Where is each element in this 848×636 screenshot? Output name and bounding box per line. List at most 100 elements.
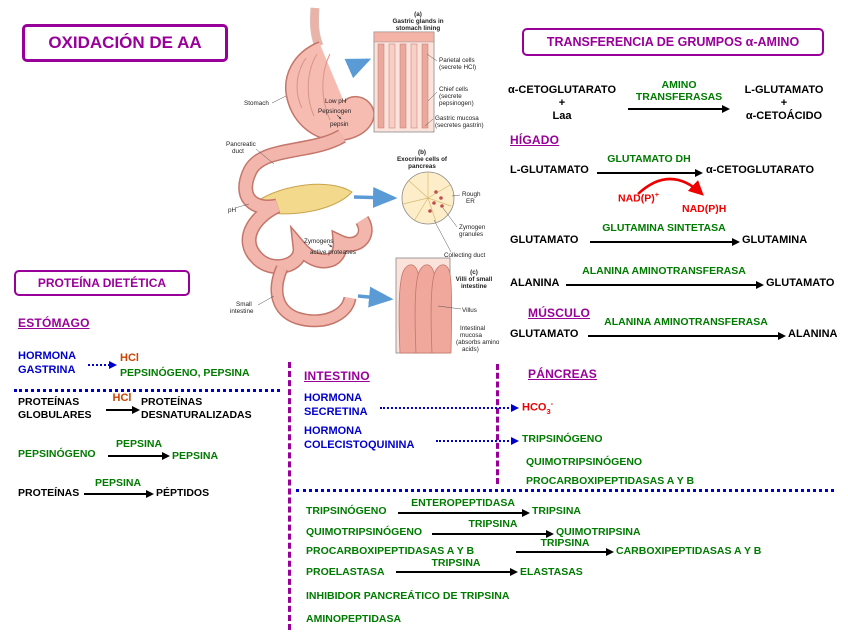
panel-a-title-l3: stomach lining <box>396 25 441 32</box>
ph-label: pH <box>228 207 237 214</box>
hco3-sup: - <box>550 399 554 408</box>
intestinal-mucosa-label-l2: mucosa <box>460 332 483 339</box>
c-r4-arrow <box>396 568 518 576</box>
small-intestine-label: Small <box>236 301 252 308</box>
panel-c-title: (c) <box>470 269 478 276</box>
c-r2-enzyme: TRIPSINA <box>468 518 518 530</box>
c-r3-product: CARBOXIPEPTIDASAS A Y B <box>616 545 762 557</box>
secretina-dotted-arrow <box>380 403 519 412</box>
amino-enzyme-l2: TRANSFERASAS <box>635 91 723 103</box>
zymogens-label: Zymogens <box>304 238 333 245</box>
chief-cells-label: Chief cells <box>439 86 468 93</box>
gastric-mucosa-label: Gastric mucosa <box>435 115 479 122</box>
parietal-cells-label-l2: (secrete HCl) <box>439 64 476 71</box>
e-r1-arrow <box>106 406 140 414</box>
rough-er-label: Rough <box>462 191 481 198</box>
hormona-gastrina-l1: HORMONA <box>18 350 77 362</box>
amino-product: L-GLUTAMATO + α-CETOÁCIDO <box>736 84 832 123</box>
hco3-sub: 3 <box>546 406 551 416</box>
plus-sign: + <box>558 97 566 109</box>
h-r1-substrate: L-GLUTAMATO <box>510 164 589 176</box>
e-r1-product-l1: PROTEÍNAS <box>141 396 203 408</box>
e-r2-arrow <box>108 452 170 460</box>
c-r4-product: ELASTASAS <box>520 566 583 578</box>
zymogen-granules-label-l2: granules <box>459 231 483 238</box>
chief-cells-label-l3: pepsinogen) <box>439 100 474 107</box>
h-r2-product: GLUTAMINA <box>742 234 808 246</box>
amino-substrate: α-CETOGLUTARATO + Laa <box>506 84 618 123</box>
pepsinogen-to-pepsin-arrow <box>336 114 342 120</box>
c-r4-substrate: PROELASTASA <box>306 566 385 578</box>
hormona-secretina-l2: SECRETINA <box>304 406 368 418</box>
arrow-to-panel-a <box>344 58 372 79</box>
e-r1-substrate-l2: GLOBULARES <box>18 408 92 421</box>
e-r3-substrate: PROTEÍNAS <box>18 487 80 499</box>
hormona-gastrina-label: HORMONA GASTRINA <box>18 349 76 377</box>
panel-a-title: (a) <box>414 11 422 18</box>
hormona-colecistoquinina-l1: HORMONA <box>304 425 363 437</box>
digestive-anatomy-illustration: (a) Gastric glands in stomach lining Par… <box>226 7 500 354</box>
h-r1-product: α-CETOGLUTARATO <box>706 164 814 176</box>
pancreas-heading: PÁNCREAS <box>528 367 597 381</box>
e-r3-arrow <box>84 490 154 498</box>
nadp-sup: + <box>654 190 660 199</box>
panel-b-title-l2: Exocrine cells of <box>397 156 448 163</box>
nadp-plus-label: NAD(P)+ <box>618 190 659 205</box>
e-r1-enzyme: HCl <box>112 392 132 404</box>
amino-enzyme: AMINO TRANSFERASAS <box>626 79 732 103</box>
transfer-title: TRANSFERENCIA DE GRUMPOS α-AMINO <box>546 35 800 49</box>
panel-a-title-l2: Gastric glands in <box>392 18 443 25</box>
e-r1-substrate-l1: PROTEÍNAS <box>18 396 80 408</box>
quimotripsinogeno-label: QUIMOTRIPSINÓGENO <box>526 456 643 468</box>
c-r3-arrow <box>516 548 614 556</box>
colecistoquinina-dotted-arrow <box>436 436 519 445</box>
pancreatic-duct-label: Pancreatic <box>226 141 256 148</box>
rough-er-label-l2: ER <box>466 198 475 205</box>
small-intestine-label-l2: intestine <box>230 308 254 315</box>
amino-product-l2: α-CETOÁCIDO <box>745 110 823 122</box>
intestine <box>239 130 372 273</box>
h-r2-enzyme: GLUTAMINA SINTETASA <box>602 222 726 234</box>
procarboxipeptidasas-label: PROCARBOXIPEPTIDASAS A Y B <box>526 475 695 487</box>
m-r1-product: ALANINA <box>788 328 838 340</box>
proteina-dietetica-title: PROTEÍNA DIETÉTICA <box>37 276 167 290</box>
hormona-secretina-label: HORMONA SECRETINA <box>304 391 368 419</box>
aminopeptidasa-label: AMINOPEPTIDASA <box>306 613 402 625</box>
panel-b-title: (b) <box>418 149 426 156</box>
nadp-base: NAD(P) <box>618 192 655 205</box>
panel-c-title-l3: intestine <box>461 283 487 290</box>
m-r1-arrow <box>588 332 786 340</box>
higado-heading: HÍGADO <box>510 133 560 147</box>
c-r4-enzyme: TRIPSINA <box>431 557 481 569</box>
nadph-label: NAD(P)H <box>682 203 727 215</box>
e-r1-product: PROTEÍNAS DESNATURALIZADAS <box>141 396 252 421</box>
arrow-to-panel-b <box>353 186 398 208</box>
e-r3-enzyme: PEPSINA <box>94 477 142 489</box>
c-r1-enzyme: ENTEROPEPTIDASA <box>411 497 515 509</box>
panel-b-title-l3: pancreas <box>408 163 436 170</box>
pancreatic-duct-label-l2: duct <box>232 148 244 155</box>
c-r2-arrow <box>432 530 554 538</box>
intestinal-mucosa-label-l4: acids) <box>462 346 479 353</box>
hco3-label: HCO3- <box>522 399 553 416</box>
panel-c-title-l2: Villi of small <box>456 276 493 283</box>
small-intestine <box>272 266 355 326</box>
amino-substrate-l1: α-CETOGLUTARATO <box>508 84 616 96</box>
gastrina-dotted-arrow <box>88 360 117 369</box>
c-r1-product: TRIPSINA <box>532 505 582 517</box>
nadp-curve-arrow <box>637 177 704 196</box>
estomago-separator-dotted-line <box>14 389 280 392</box>
c-r1-substrate: TRIPSINÓGENO <box>306 505 387 517</box>
zymogen-granules-label: Zymogen <box>459 224 486 231</box>
hormona-colecistoquinina-l2: COLECISTOQUININA <box>304 439 415 451</box>
panel-b-exocrine-cells <box>401 171 455 225</box>
m-r1-enzyme: ALANINA AMINOTRANSFERASA <box>604 316 768 328</box>
pepsinogen-label: Pepsinogen <box>318 108 352 115</box>
c-r1-arrow <box>398 509 530 517</box>
intestinal-mucosa-label-l3: (absorbs amino <box>456 339 500 346</box>
hco3-base: HCO <box>522 401 547 414</box>
tripsinogeno-target-label: TRIPSINÓGENO <box>522 433 603 445</box>
hormona-gastrina-l2: GASTRINA <box>18 364 76 376</box>
pancreas-separator-dotted-line <box>296 489 834 492</box>
amino-enzyme-l1: AMINO <box>661 79 697 91</box>
